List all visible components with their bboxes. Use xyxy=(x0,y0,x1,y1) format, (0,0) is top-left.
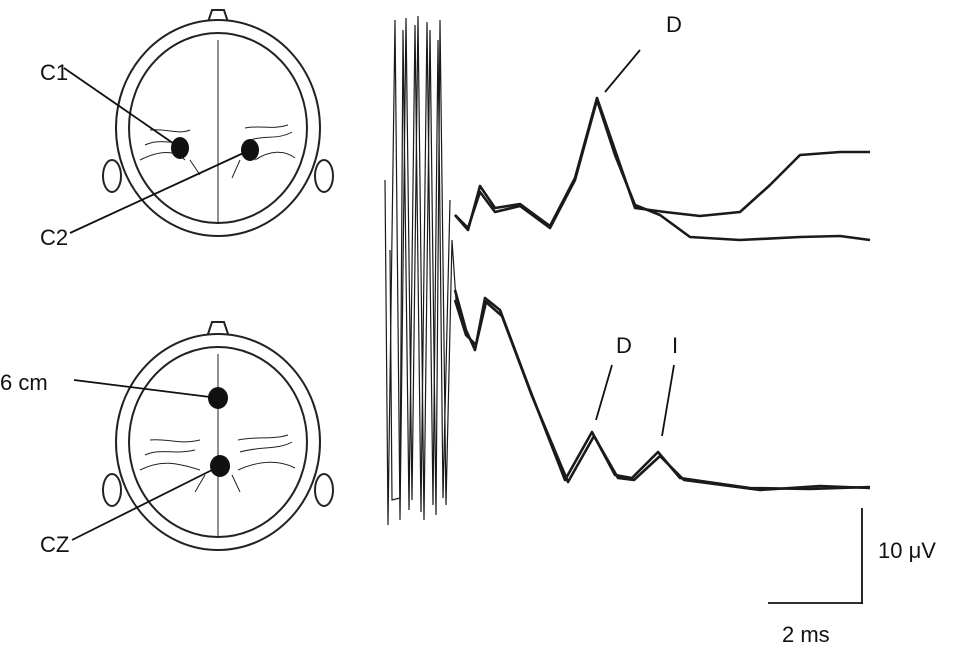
lower-head-diagram xyxy=(102,321,334,551)
6cm-leader-line xyxy=(73,379,219,399)
upper-head-diagram xyxy=(102,9,334,237)
wave-label-upper-d: D xyxy=(666,12,682,37)
left-ear-icon xyxy=(102,159,122,193)
upper-trace-1 xyxy=(454,96,870,232)
central-sulcus-lines xyxy=(139,434,296,493)
left-ear-icon xyxy=(102,473,122,507)
lower-i-leader xyxy=(661,364,675,437)
lower-trace-2 xyxy=(453,299,871,492)
c2-leader-line xyxy=(69,149,251,234)
upper-trace-2 xyxy=(454,98,871,242)
cz-leader-line xyxy=(71,465,221,541)
right-ear-icon xyxy=(314,159,334,193)
c1-leader-line xyxy=(63,67,181,149)
right-ear-icon xyxy=(314,473,334,507)
label-6cm: 6 cm xyxy=(0,370,48,395)
upper-d-leader xyxy=(604,49,641,93)
stimulus-artifact xyxy=(384,15,457,526)
wave-label-lower-d: D xyxy=(616,333,632,358)
label-cz: CZ xyxy=(40,532,69,557)
central-sulcus-lines xyxy=(139,124,296,179)
scale-amplitude-label: 10 μV xyxy=(878,538,936,563)
label-c2: C2 xyxy=(40,225,68,250)
scale-bar: 10 μV 2 ms xyxy=(768,508,936,647)
lower-d-leader xyxy=(595,364,613,421)
scale-time-label: 2 ms xyxy=(782,622,830,647)
label-c1: C1 xyxy=(40,60,68,85)
wave-label-lower-i: I xyxy=(672,333,678,358)
